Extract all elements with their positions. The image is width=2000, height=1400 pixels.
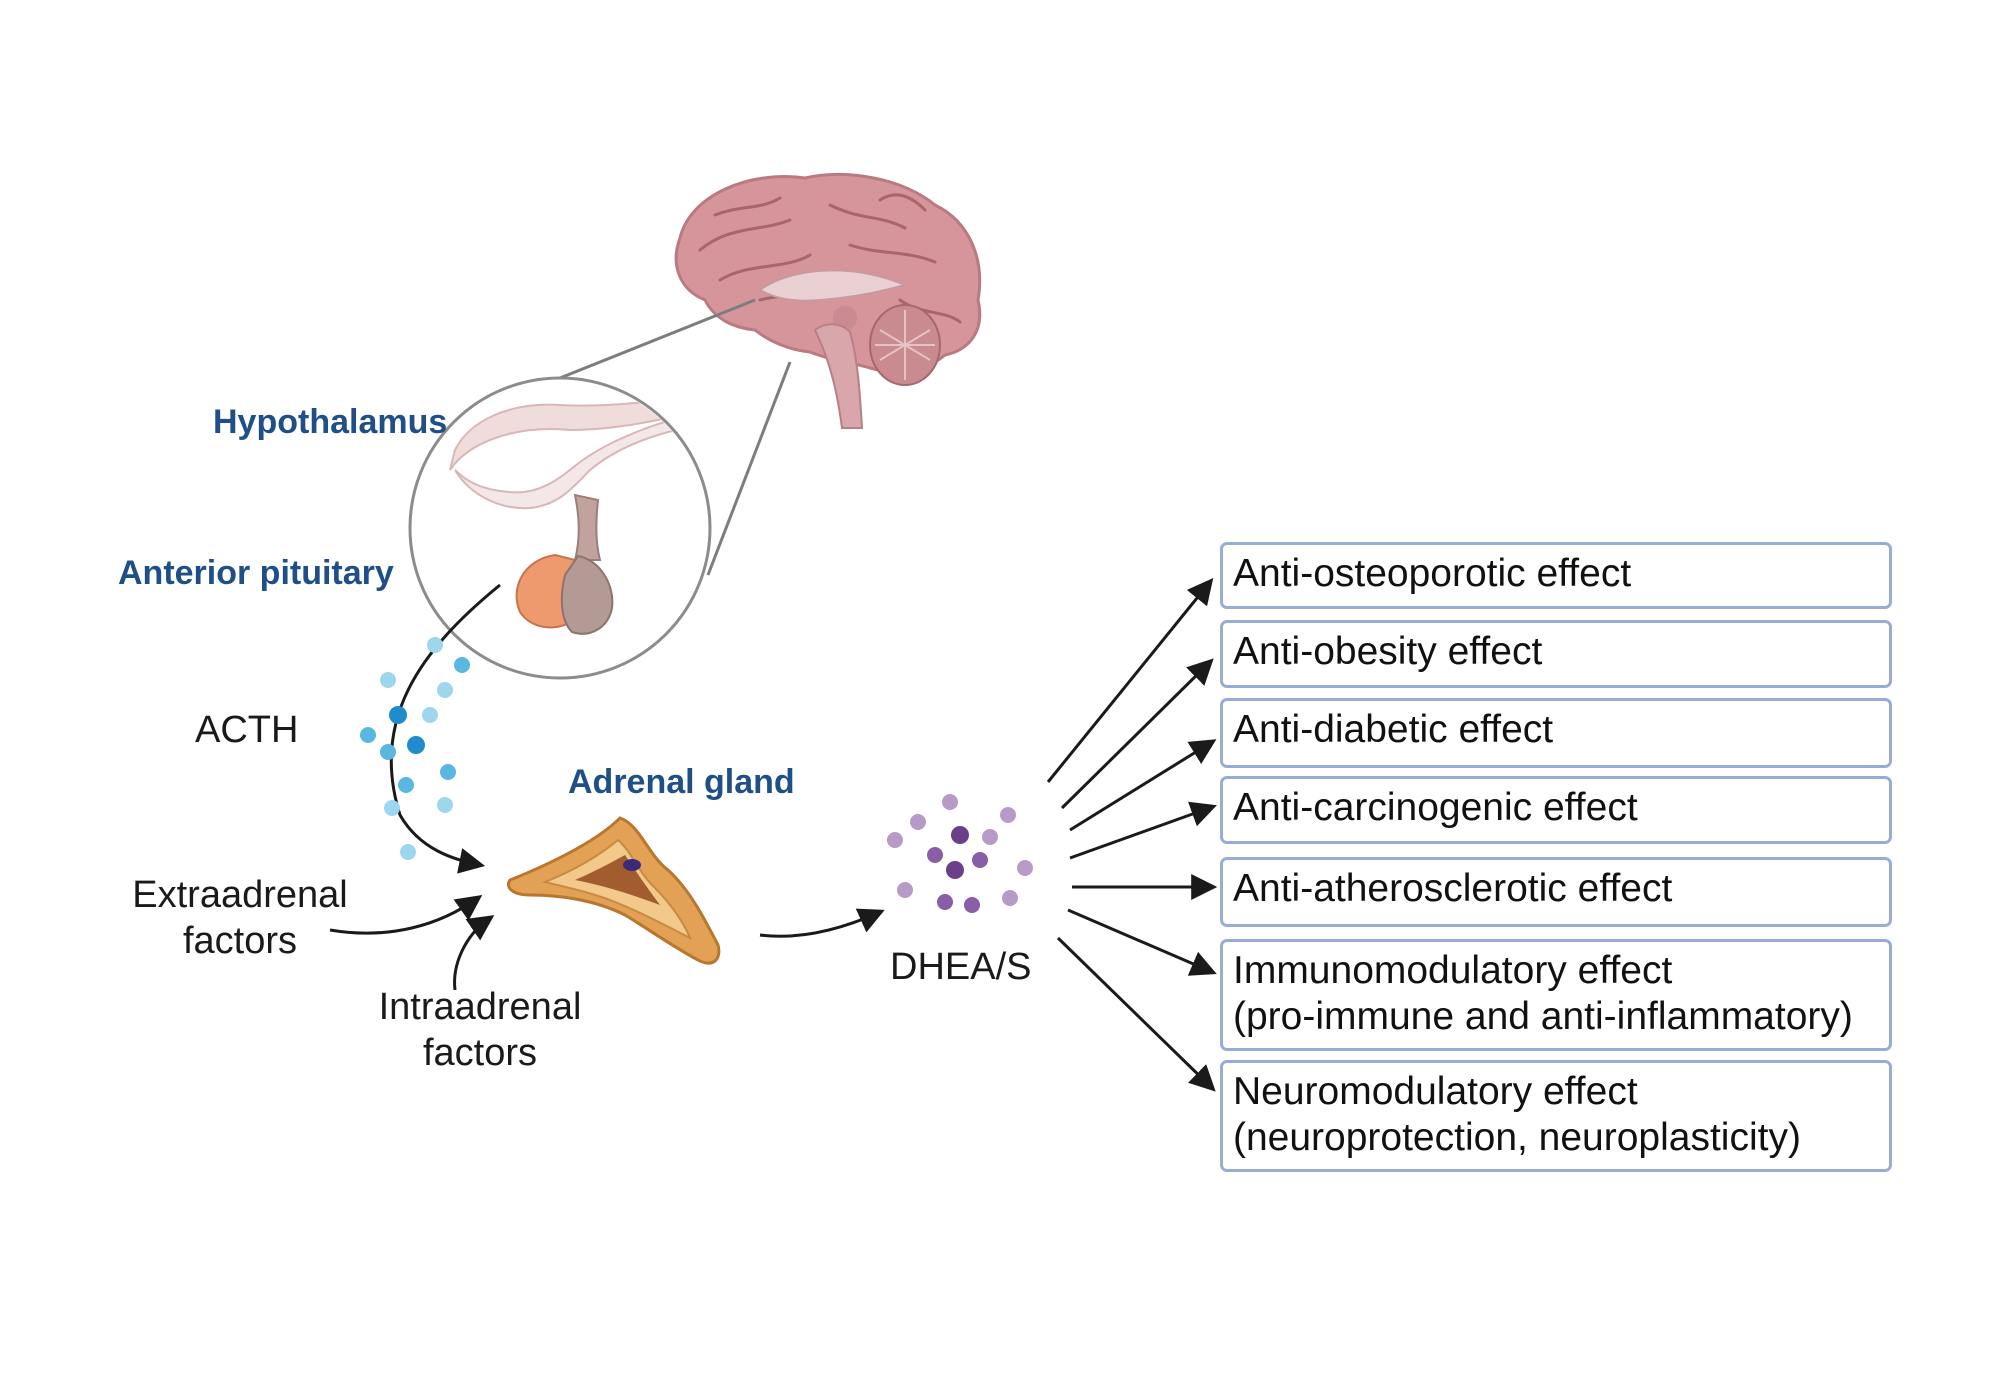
extraadrenal-line-1: Extraadrenal (132, 874, 348, 916)
anterior-pituitary-label: Anterior pituitary (118, 554, 394, 592)
intraadrenal-line-2: factors (422, 1031, 538, 1074)
effect-box-carcinogenic: Anti-carcinogenic effect (1220, 776, 1892, 844)
effect-box-immunomodulatory: Immunomodulatory effect (pro-immune and … (1220, 939, 1892, 1051)
effect-arrow-3 (1069, 739, 1217, 832)
extraadrenal-line-2: factors (182, 919, 298, 962)
pituitary-zoom-illustration (408, 376, 712, 680)
dhea-label: DHEA/S (890, 946, 1032, 988)
effect-arrow-1 (1046, 577, 1214, 783)
effect-text: Anti-diabetic effect (1233, 708, 1554, 751)
effect-arrow-2 (1060, 658, 1214, 810)
effect-box-atherosclerotic: Anti-atherosclerotic effect (1220, 857, 1892, 927)
acth-particles (360, 637, 470, 860)
intraadrenal-arrow (453, 915, 495, 991)
effect-box-diabetic: Anti-diabetic effect (1220, 698, 1892, 768)
effect-box-obesity: Anti-obesity effect (1220, 620, 1892, 688)
dhea-particles (887, 794, 1033, 913)
effect-box-neuromodulatory: Neuromodulatory effect (neuroprotection,… (1220, 1060, 1892, 1172)
extraadrenal-arrow (329, 894, 483, 935)
adrenal-to-dhea-arrow (759, 908, 885, 938)
hypothalamus-label: Hypothalamus (213, 403, 448, 441)
effect-text: Anti-osteoporotic effect (1233, 552, 1632, 595)
acth-arrow (389, 583, 501, 874)
effect-box-osteoporotic: Anti-osteoporotic effect (1220, 542, 1892, 609)
effect-subtext: (neuroprotection, neuroplasticity) (1233, 1115, 1801, 1159)
effect-text: Neuromodulatory effect (1233, 1070, 1638, 1113)
effect-text: Anti-carcinogenic effect (1233, 786, 1638, 829)
extraadrenal-factors-label: Extraadrenal factors (125, 873, 355, 964)
effect-text: Anti-obesity effect (1233, 630, 1543, 673)
brain-illustration (674, 172, 982, 429)
adrenal-gland-label: Adrenal gland (568, 763, 795, 801)
acth-label: ACTH (195, 709, 299, 751)
effect-arrow-7 (1056, 936, 1216, 1092)
intraadrenal-factors-label: Intraadrenal factors (365, 985, 595, 1076)
zoom-line-lower (706, 361, 792, 576)
effect-arrow-4 (1069, 801, 1217, 860)
adrenal-gland-illustration (506, 816, 721, 965)
effect-subtext: (pro-immune and anti-inflammatory) (1233, 994, 1853, 1038)
effect-arrow-6 (1067, 908, 1217, 976)
intraadrenal-line-1: Intraadrenal (378, 986, 582, 1028)
effect-text: Anti-atherosclerotic effect (1233, 867, 1673, 910)
effect-text: Immunomodulatory effect (1233, 949, 1673, 992)
